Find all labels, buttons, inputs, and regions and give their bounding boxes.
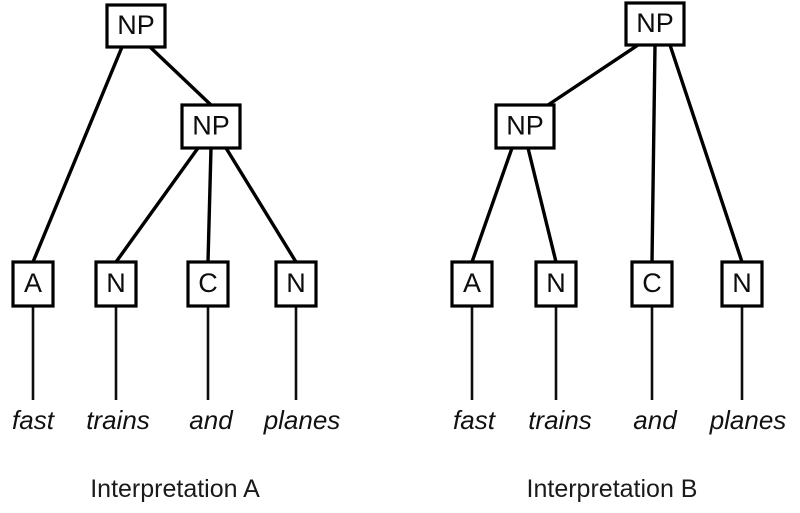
- branch-np_inner-to-n1: [526, 147, 558, 263]
- node-box-np_root[interactable]: [624, 1, 686, 47]
- branch-np_inner-to-n1: [114, 147, 200, 263]
- word-label-n1: trains: [528, 405, 592, 435]
- node-label-np_root: NP: [636, 8, 674, 38]
- node-label-n1: N: [106, 268, 126, 298]
- word-label-a: fast: [12, 405, 56, 435]
- word-label-c: and: [633, 405, 678, 435]
- node-label-n1: N: [546, 268, 566, 298]
- node-np_inner[interactable]: NP: [494, 103, 556, 150]
- node-c[interactable]: C: [630, 260, 674, 308]
- node-label-np_root: NP: [117, 10, 155, 40]
- node-box-n1[interactable]: [94, 260, 138, 308]
- node-np_root[interactable]: NP: [624, 1, 686, 47]
- node-n1[interactable]: N: [94, 260, 138, 308]
- node-box-np_inner[interactable]: [494, 103, 556, 150]
- node-label-c: C: [198, 268, 218, 298]
- branch-np_root-to-a: [31, 46, 124, 263]
- node-label-n2: N: [732, 268, 752, 298]
- node-label-a: A: [463, 268, 481, 298]
- branch-np_root-to-np_inner: [547, 43, 639, 107]
- node-c[interactable]: C: [186, 260, 230, 308]
- node-a[interactable]: A: [11, 260, 55, 308]
- node-label-np_inner: NP: [192, 111, 230, 141]
- node-box-c[interactable]: [186, 260, 230, 308]
- node-n2[interactable]: N: [720, 260, 764, 308]
- node-box-n2[interactable]: [720, 260, 764, 308]
- node-label-c: C: [642, 268, 662, 298]
- branch-np_root-to-np_inner: [148, 45, 213, 107]
- node-label-a: A: [24, 268, 42, 298]
- word-label-n2: planes: [263, 405, 341, 435]
- node-box-a[interactable]: [450, 260, 494, 308]
- node-box-n1[interactable]: [534, 260, 578, 308]
- node-label-n2: N: [286, 268, 306, 298]
- node-box-a[interactable]: [11, 260, 55, 308]
- node-box-n2[interactable]: [274, 260, 318, 308]
- node-np_root[interactable]: NP: [105, 3, 167, 49]
- node-box-np_inner[interactable]: [180, 103, 242, 150]
- node-a[interactable]: A: [450, 260, 494, 308]
- word-label-n1: trains: [86, 405, 150, 435]
- branch-np_inner-to-a: [470, 147, 514, 263]
- branch-np_root-to-n2: [668, 44, 744, 263]
- caption-interpretation-a: Interpretation A: [90, 475, 260, 503]
- word-label-a: fast: [453, 405, 497, 435]
- branch-np_root-to-c: [650, 44, 657, 263]
- node-n2[interactable]: N: [274, 260, 318, 308]
- word-label-n2: planes: [709, 405, 787, 435]
- node-box-c[interactable]: [630, 260, 674, 308]
- word-label-c: and: [189, 405, 234, 435]
- node-box-np_root[interactable]: [105, 3, 167, 49]
- node-np_inner[interactable]: NP: [180, 103, 242, 150]
- caption-interpretation-b: Interpretation B: [527, 475, 698, 503]
- branch-np_inner-to-n2: [224, 147, 298, 263]
- node-label-np_inner: NP: [506, 111, 544, 141]
- branch-np_inner-to-c: [206, 147, 213, 263]
- node-n1[interactable]: N: [534, 260, 578, 308]
